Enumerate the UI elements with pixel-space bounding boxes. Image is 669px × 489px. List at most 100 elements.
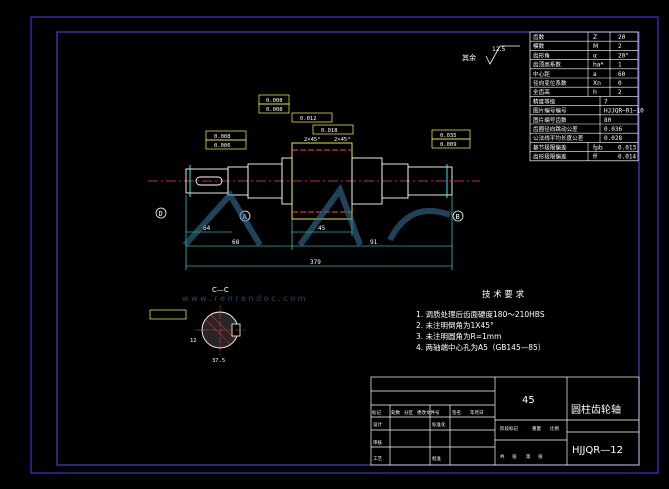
param-symbol: ha* xyxy=(593,62,603,69)
param-symbol: ff xyxy=(593,154,598,161)
tb-sheet-2: 张 xyxy=(512,453,517,460)
param-name: 齿顶高系数 xyxy=(533,61,561,69)
tb-row-label-4: 更改文件号 xyxy=(417,409,440,416)
title-block-frame xyxy=(370,376,640,466)
tb-scale-label: 比例 xyxy=(550,425,559,432)
watermark-site: w w w . r e n r e n d o c . c o m xyxy=(182,294,306,303)
tb-sheet-1: 共 xyxy=(500,453,505,460)
tb-stage-label: 阶段标记 xyxy=(500,425,518,432)
param-name: 中心距 xyxy=(533,70,550,78)
tech-items: 1. 调质处理后齿面硬度180～210HBS 2. 未注明倒角为1X45° 3.… xyxy=(416,309,545,352)
shaft-seg-7 xyxy=(407,166,453,196)
param-value: 0.013 xyxy=(618,144,636,151)
param-name: 公法线平均长度公差 xyxy=(533,134,584,142)
param-value: 2 xyxy=(618,89,622,96)
param-value: 0 xyxy=(618,80,622,87)
tb-row-label-1: 标记 xyxy=(372,409,381,416)
param-value: 0.028 xyxy=(604,135,622,142)
tech-title: 技 术 要 求 xyxy=(482,289,525,300)
param-symbol: Xn xyxy=(593,80,601,87)
tb-left-label-1: 设计 xyxy=(373,421,382,428)
tol-8: 0.009 xyxy=(440,142,457,148)
tb-sheet-4: 张 xyxy=(538,453,543,460)
dimensions xyxy=(185,195,453,270)
roughness-note: 其余 12.5 xyxy=(462,45,520,65)
section-dim-a: 12 xyxy=(190,338,197,344)
param-symbol: h xyxy=(593,89,597,96)
param-name: 齿形极限偏差 xyxy=(533,153,567,161)
param-value: 1 xyxy=(618,62,622,69)
param-name: 全齿高 xyxy=(533,88,550,96)
roughness-label: 其余 xyxy=(462,53,476,62)
tol-frame-2 xyxy=(258,103,290,114)
tb-mid-label-2: 批准 xyxy=(432,455,441,462)
param-name: 图片编号齿数 xyxy=(533,116,567,124)
chamfer-2: 2×45° xyxy=(334,137,351,143)
section-tol-frame xyxy=(149,309,187,320)
param-name: 径向变位系数 xyxy=(533,79,567,87)
tol-frame-4 xyxy=(312,124,354,135)
param-value: 2 xyxy=(618,43,622,50)
roughness-symbol xyxy=(485,45,520,65)
tech-item-3: 3. 未注明圆角为R=1mm xyxy=(416,331,501,341)
tolerance-values: 0.008 0.008 0.012 0.018 0.008 0.006 0.03… xyxy=(214,98,457,149)
tb-row-label-3: 分区 xyxy=(404,409,413,416)
param-name: 齿数 xyxy=(533,33,545,41)
datum-b: B xyxy=(456,213,460,221)
tol-2: 0.008 xyxy=(266,107,283,113)
tb-weight-label: 重量 xyxy=(532,425,541,432)
param-value: 20° xyxy=(618,52,629,59)
watermark-mark xyxy=(182,183,452,248)
param-symbol: α xyxy=(593,52,597,59)
tb-row-label-6: 年月日 xyxy=(470,409,484,416)
tech-item-2: 2. 未注明倒角为1X45° xyxy=(416,320,494,330)
tol-frame-3 xyxy=(291,112,333,123)
param-value: 80 xyxy=(604,117,612,124)
section-hatch-1 xyxy=(205,319,231,345)
param-name: 齿形角 xyxy=(533,51,550,59)
dim-total: 379 xyxy=(310,259,321,266)
tb-sheet-3: 第 xyxy=(526,453,531,460)
tb-left-label-2: 审核 xyxy=(373,439,382,446)
tol-5: 0.008 xyxy=(214,134,231,140)
datum-d-circle xyxy=(155,207,167,219)
roughness-value: 12.5 xyxy=(492,46,506,53)
param-symbol: Z xyxy=(593,34,597,41)
tol-1: 0.008 xyxy=(266,98,283,104)
param-name: 精度等级 xyxy=(533,97,556,105)
tech-item-1: 1. 调质处理后齿面硬度180～210HBS xyxy=(416,309,545,319)
param-value: 60 xyxy=(618,71,626,78)
title-block-text: 45 圆柱齿轮轴 HJJQR—12 标记 处数 分区 更改文件号 签名 年月日 … xyxy=(372,395,623,462)
param-name: 基节极限偏差 xyxy=(533,143,567,151)
tb-mid-label-1: 标准化 xyxy=(432,421,446,428)
tol-frame-8 xyxy=(431,138,471,149)
tb-row-label-5: 签名 xyxy=(452,409,461,416)
dim-91: 91 xyxy=(370,239,378,246)
section-dim-b: 37.5 xyxy=(212,358,225,364)
outer-border xyxy=(30,16,659,474)
param-symbol: a xyxy=(593,71,597,78)
dim-68: 68 xyxy=(232,239,240,246)
param-symbol: M xyxy=(593,43,598,50)
chamfer-1: 2×45° xyxy=(304,137,321,143)
tech-item-4: 4. 两轴端中心孔为A5（GB145—85） xyxy=(416,342,545,352)
section-view: C—C 12 37.5 xyxy=(149,286,245,364)
param-name: 图片编号编号 xyxy=(533,107,567,115)
tb-material: 45 xyxy=(522,395,535,406)
keyway xyxy=(195,176,223,186)
tol-6: 0.006 xyxy=(214,143,231,149)
tb-drawing-no: HJJQR—12 xyxy=(572,445,623,456)
param-value: 0.036 xyxy=(604,126,622,133)
tb-row-label-2: 处数 xyxy=(391,409,400,416)
tol-7: 0.035 xyxy=(440,133,457,139)
tol-frame-6 xyxy=(205,139,247,150)
param-value: 20 xyxy=(618,34,626,41)
param-name: 模数 xyxy=(533,42,545,50)
param-name: 齿圈径向跳动公差 xyxy=(533,125,578,133)
param-value: 7 xyxy=(604,98,608,105)
tb-left-label-3: 工艺 xyxy=(373,456,382,462)
watermark: w w w . r e n r e n d o c . c o m xyxy=(182,183,452,303)
param-symbol: fpb xyxy=(593,144,603,151)
